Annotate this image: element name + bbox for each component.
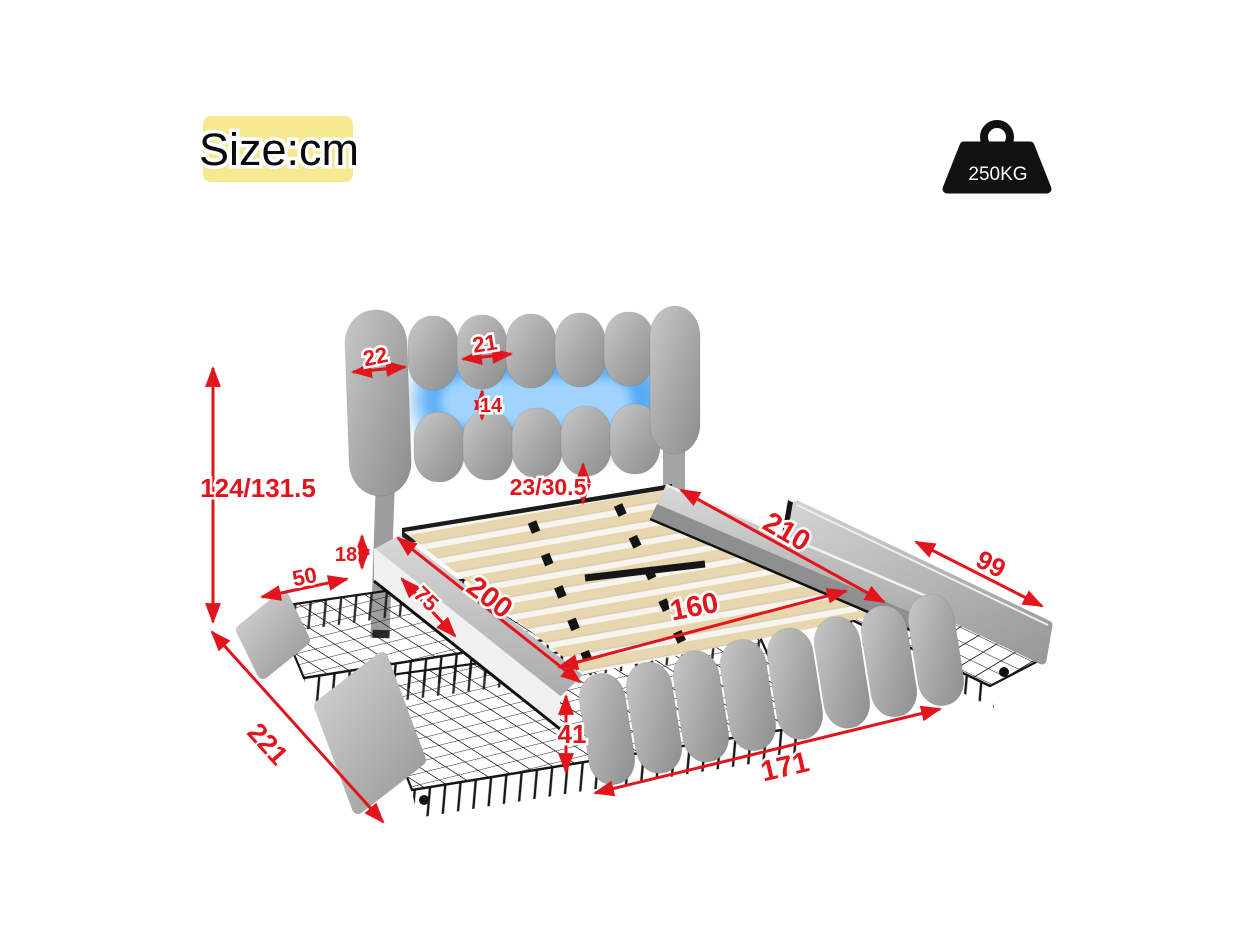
drawer-front-panel [236, 591, 310, 679]
size-unit-badge: Size:cm [195, 116, 363, 182]
dim-label-headboard-to-slats: 23/30.5 [510, 474, 587, 500]
dim-total-height: 124/131.5 [198, 365, 318, 625]
dim-label-cushion-width: 21 [471, 329, 499, 358]
weight-body-icon [942, 141, 1052, 194]
dim-label-total-depth: 221 [241, 717, 293, 771]
headboard-lower-cushions [413, 403, 661, 483]
dim-label-total-height: 124/131.5 [200, 473, 316, 503]
dim-label-underbed-clearance: 18 [335, 544, 357, 566]
headboard-wing-left [344, 309, 412, 497]
dim-headboard-to-slats: 23/30.5 [507, 461, 591, 506]
dim-label-side-drawer-length: 99 [971, 544, 1010, 584]
dim-label-side-cushion-width: 22 [361, 342, 390, 372]
dim-front-drawer-width: 50 [259, 560, 350, 601]
drawer-wheel [419, 795, 429, 805]
dim-underbed-clearance: 18 [332, 533, 370, 571]
size-badge-label: Size:cm [199, 124, 359, 175]
headboard [344, 305, 701, 639]
dim-label-side-rail-height: 41 [558, 719, 587, 749]
size-badge-background [203, 116, 353, 182]
dim-label-led-gap: 14 [480, 395, 503, 417]
weight-capacity-label: 250KG [968, 164, 1027, 185]
headboard-wing-right [649, 305, 701, 455]
headboard-leg-right [663, 444, 685, 492]
weight-capacity-icon: 250KG [942, 120, 1052, 194]
drawer-wheel [999, 667, 1009, 677]
headboard-upper-cushions [407, 311, 655, 391]
dim-label-front-drawer-width: 50 [290, 562, 319, 591]
dim-led-gap: 14 [474, 388, 505, 422]
dim-side-rail-height: 41 [555, 693, 589, 775]
